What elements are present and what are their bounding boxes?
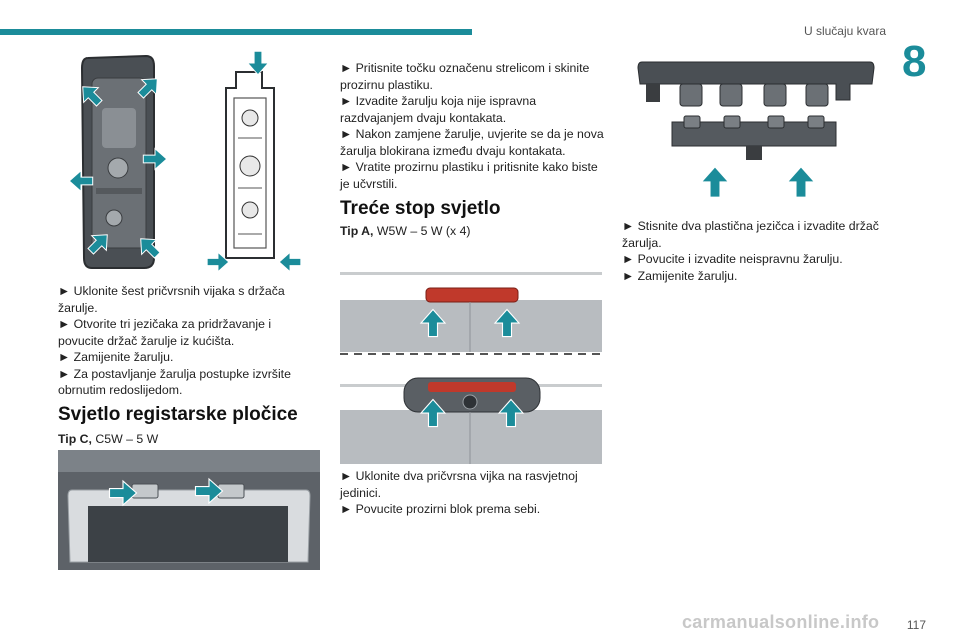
step-text: ► Uklonite šest pričvrsnih vijaka s drža… bbox=[58, 284, 285, 315]
step-text: ► Zamijenite žarulju. bbox=[58, 350, 174, 364]
third-stop-light-illustration bbox=[340, 262, 602, 464]
step-text: ► Povucite prozirni blok prema sebi. bbox=[340, 502, 541, 516]
step-text: ► Povucite i izvadite neispravnu žarulju… bbox=[622, 252, 843, 266]
watermark: carmanualsonline.info bbox=[682, 612, 880, 632]
lens-steps: ► Pritisnite točku označenu strelicom i … bbox=[340, 60, 604, 192]
bulb-label: Tip A, bbox=[340, 224, 374, 238]
stop-light-steps: ► Uklonite dva pričvrsna vijka na rasvje… bbox=[340, 468, 604, 518]
bulb-value: C5W – 5 W bbox=[95, 432, 159, 446]
plate-light-illustration bbox=[58, 450, 320, 570]
step-text: ► Za postavljanje žarulja postupke izvrš… bbox=[58, 366, 291, 398]
header-accent-bar bbox=[0, 29, 472, 35]
bulb-holder-illustration bbox=[636, 50, 876, 206]
bulb-value: W5W – 5 W (x 4) bbox=[376, 224, 471, 238]
holder-steps: ► Stisnite dva plastična jezičca i izvad… bbox=[622, 218, 888, 284]
third-stop-light-heading: Treće stop svjetlo bbox=[340, 198, 501, 219]
chapter-number: 8 bbox=[902, 37, 927, 86]
chapter-title: U slučaju kvara bbox=[803, 24, 886, 38]
step-text: ► Pritisnite točku označenu strelicom i … bbox=[340, 61, 590, 92]
step-text: ► Nakon zamjene žarulje, uvjerite se da … bbox=[340, 127, 604, 158]
step-text: ► Otvorite tri jezičaka za pridržavanje … bbox=[58, 317, 272, 348]
step-text: ► Izvadite žarulju koja nije ispravna ra… bbox=[340, 94, 537, 125]
stop-bulb-type: Tip A, W5W – 5 W (x 4) bbox=[340, 224, 471, 238]
bulb-label: Tip C, bbox=[58, 432, 92, 446]
plate-light-heading: Svjetlo registarske pločice bbox=[58, 404, 298, 425]
step-text: ► Vratite prozirnu plastiku i pritisnite… bbox=[340, 160, 598, 191]
plate-bulb-type: Tip C, C5W – 5 W bbox=[58, 432, 158, 446]
step-text: ► Zamijenite žarulju. bbox=[622, 268, 738, 283]
rear-lamp-steps: ► Uklonite šest pričvrsnih vijaka s drža… bbox=[58, 283, 320, 399]
step-text: ► Stisnite dva plastična jezičca i izvad… bbox=[622, 219, 879, 250]
step-text: ► Uklonite dva pričvrsna vijka na rasvje… bbox=[340, 469, 578, 500]
rear-lamp-illustration bbox=[66, 48, 318, 274]
page-number: 117 bbox=[906, 618, 926, 632]
